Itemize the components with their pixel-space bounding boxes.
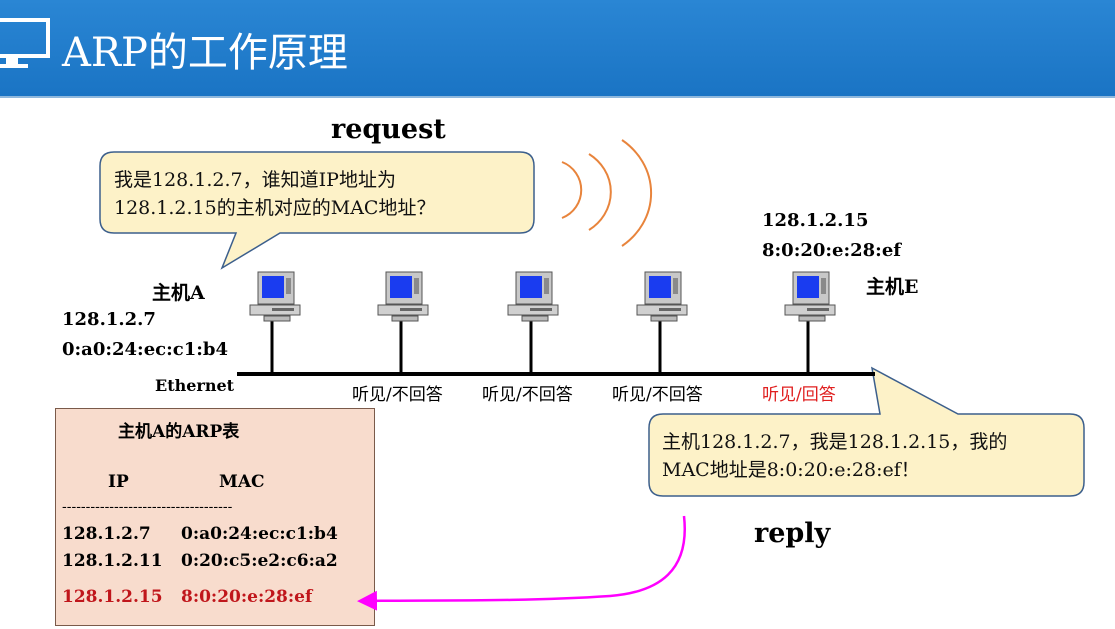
request-bubble-line1: 我是128.1.2.7，谁知道IP地址为 bbox=[114, 169, 396, 191]
request-bubble bbox=[99, 151, 535, 270]
computer-icon-host-e bbox=[784, 271, 836, 322]
request-label: request bbox=[331, 114, 446, 145]
computer-icon-host-a bbox=[249, 271, 301, 322]
request-bubble-line2: 128.1.2.15的主机对应的MAC地址？ bbox=[114, 197, 436, 219]
arp-row-mac: 0:20:c5:e2:c6:a2 bbox=[181, 551, 338, 571]
computer-icon-host-d bbox=[636, 271, 688, 322]
reply-bubble-line1: 主机128.1.2.7，我是128.1.2.15，我的 bbox=[662, 431, 1008, 453]
arp-row-ip-new: 128.1.2.15 bbox=[62, 587, 163, 607]
host-a-name: 主机A bbox=[152, 282, 205, 304]
computer-icon-host-b bbox=[377, 271, 429, 322]
arp-header-mac: MAC bbox=[219, 472, 265, 492]
arp-row-ip: 128.1.2.11 bbox=[62, 551, 163, 571]
reply-bubble-line2: MAC地址是8:0:20:e:28:ef！ bbox=[662, 459, 920, 481]
host-drops bbox=[270, 320, 810, 374]
host-a-mac: 0:a0:24:ec:c1:b4 bbox=[62, 339, 228, 360]
arp-row-mac-new: 8:0:20:e:28:ef bbox=[181, 587, 313, 607]
reply-bubble bbox=[648, 366, 1085, 497]
page-title: ARP的工作原理 bbox=[62, 30, 348, 76]
ethernet-label: Ethernet bbox=[155, 376, 235, 395]
arp-row-ip: 128.1.2.7 bbox=[62, 524, 151, 544]
host-e-name: 主机E bbox=[866, 276, 919, 298]
title-bar-underline bbox=[0, 96, 1115, 98]
reply-label: reply bbox=[754, 518, 831, 549]
monitor-icon bbox=[0, 14, 60, 78]
arp-table: 主机A的ARP表 IP MAC ------------------------… bbox=[55, 408, 375, 626]
title-bar bbox=[0, 0, 1115, 96]
listen-label: 听见/不回答 bbox=[612, 385, 703, 405]
arp-separator: ------------------------------------ bbox=[62, 499, 233, 515]
computer-icon-host-c bbox=[507, 271, 559, 322]
arp-header-ip: IP bbox=[108, 472, 129, 492]
arp-table-title: 主机A的ARP表 bbox=[118, 422, 240, 442]
listen-label: 听见/不回答 bbox=[482, 385, 573, 405]
listen-label: 听见/不回答 bbox=[352, 385, 443, 405]
arp-row-mac: 0:a0:24:ec:c1:b4 bbox=[181, 524, 338, 544]
host-a-ip: 128.1.2.7 bbox=[62, 309, 156, 330]
listen-answer-label: 听见/回答 bbox=[762, 385, 836, 405]
host-e-mac: 8:0:20:e:28:ef bbox=[762, 240, 902, 261]
broadcast-wave-icon bbox=[561, 139, 653, 247]
host-e-ip: 128.1.2.15 bbox=[762, 210, 869, 231]
